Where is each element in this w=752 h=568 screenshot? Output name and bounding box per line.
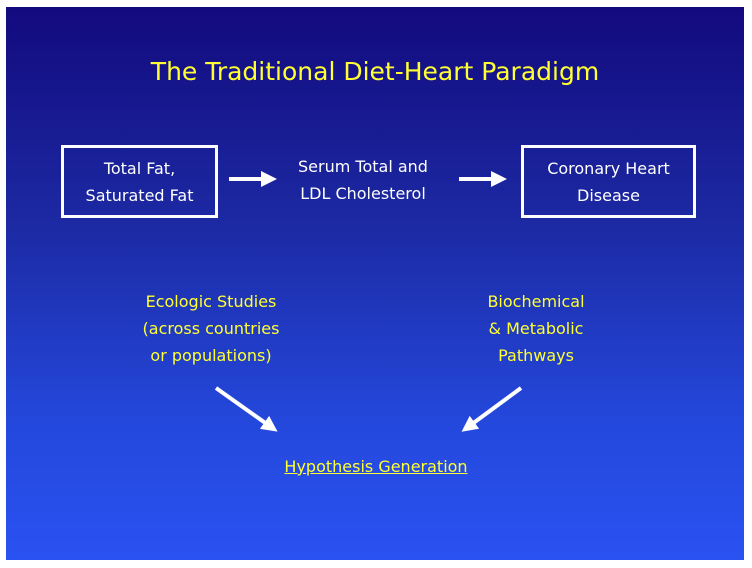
box-line: Coronary Heart — [547, 158, 670, 178]
slide: The Traditional Diet-Heart Paradigm Tota… — [6, 7, 744, 560]
label-line: or populations) — [150, 346, 272, 365]
serum-cholesterol-label: Serum Total and LDL Cholesterol — [278, 153, 448, 207]
label-line: & Metabolic — [488, 319, 584, 338]
arrow-down-left-icon — [461, 386, 523, 432]
label-line: Ecologic Studies — [145, 292, 277, 311]
label-line: Serum Total and — [298, 157, 428, 176]
slide-title: The Traditional Diet-Heart Paradigm — [150, 57, 600, 86]
biochemical-pathways-label: Biochemical & Metabolic Pathways — [446, 288, 626, 369]
label-line: LDL Cholesterol — [300, 184, 426, 203]
ecologic-studies-label: Ecologic Studies (across countries or po… — [111, 288, 311, 369]
hypothesis-generation-label: Hypothesis Generation — [284, 457, 468, 476]
label-line: Pathways — [498, 346, 574, 365]
box-total-fat: Total Fat, Saturated Fat — [61, 145, 218, 218]
box-line: Total Fat, — [103, 158, 176, 178]
label-line: (across countries — [142, 319, 280, 338]
arrow-down-right-icon — [214, 386, 278, 432]
box-line: Saturated Fat — [85, 185, 194, 205]
box-line: Disease — [577, 185, 640, 205]
label-line: Biochemical — [487, 292, 585, 311]
arrows — [214, 171, 523, 432]
